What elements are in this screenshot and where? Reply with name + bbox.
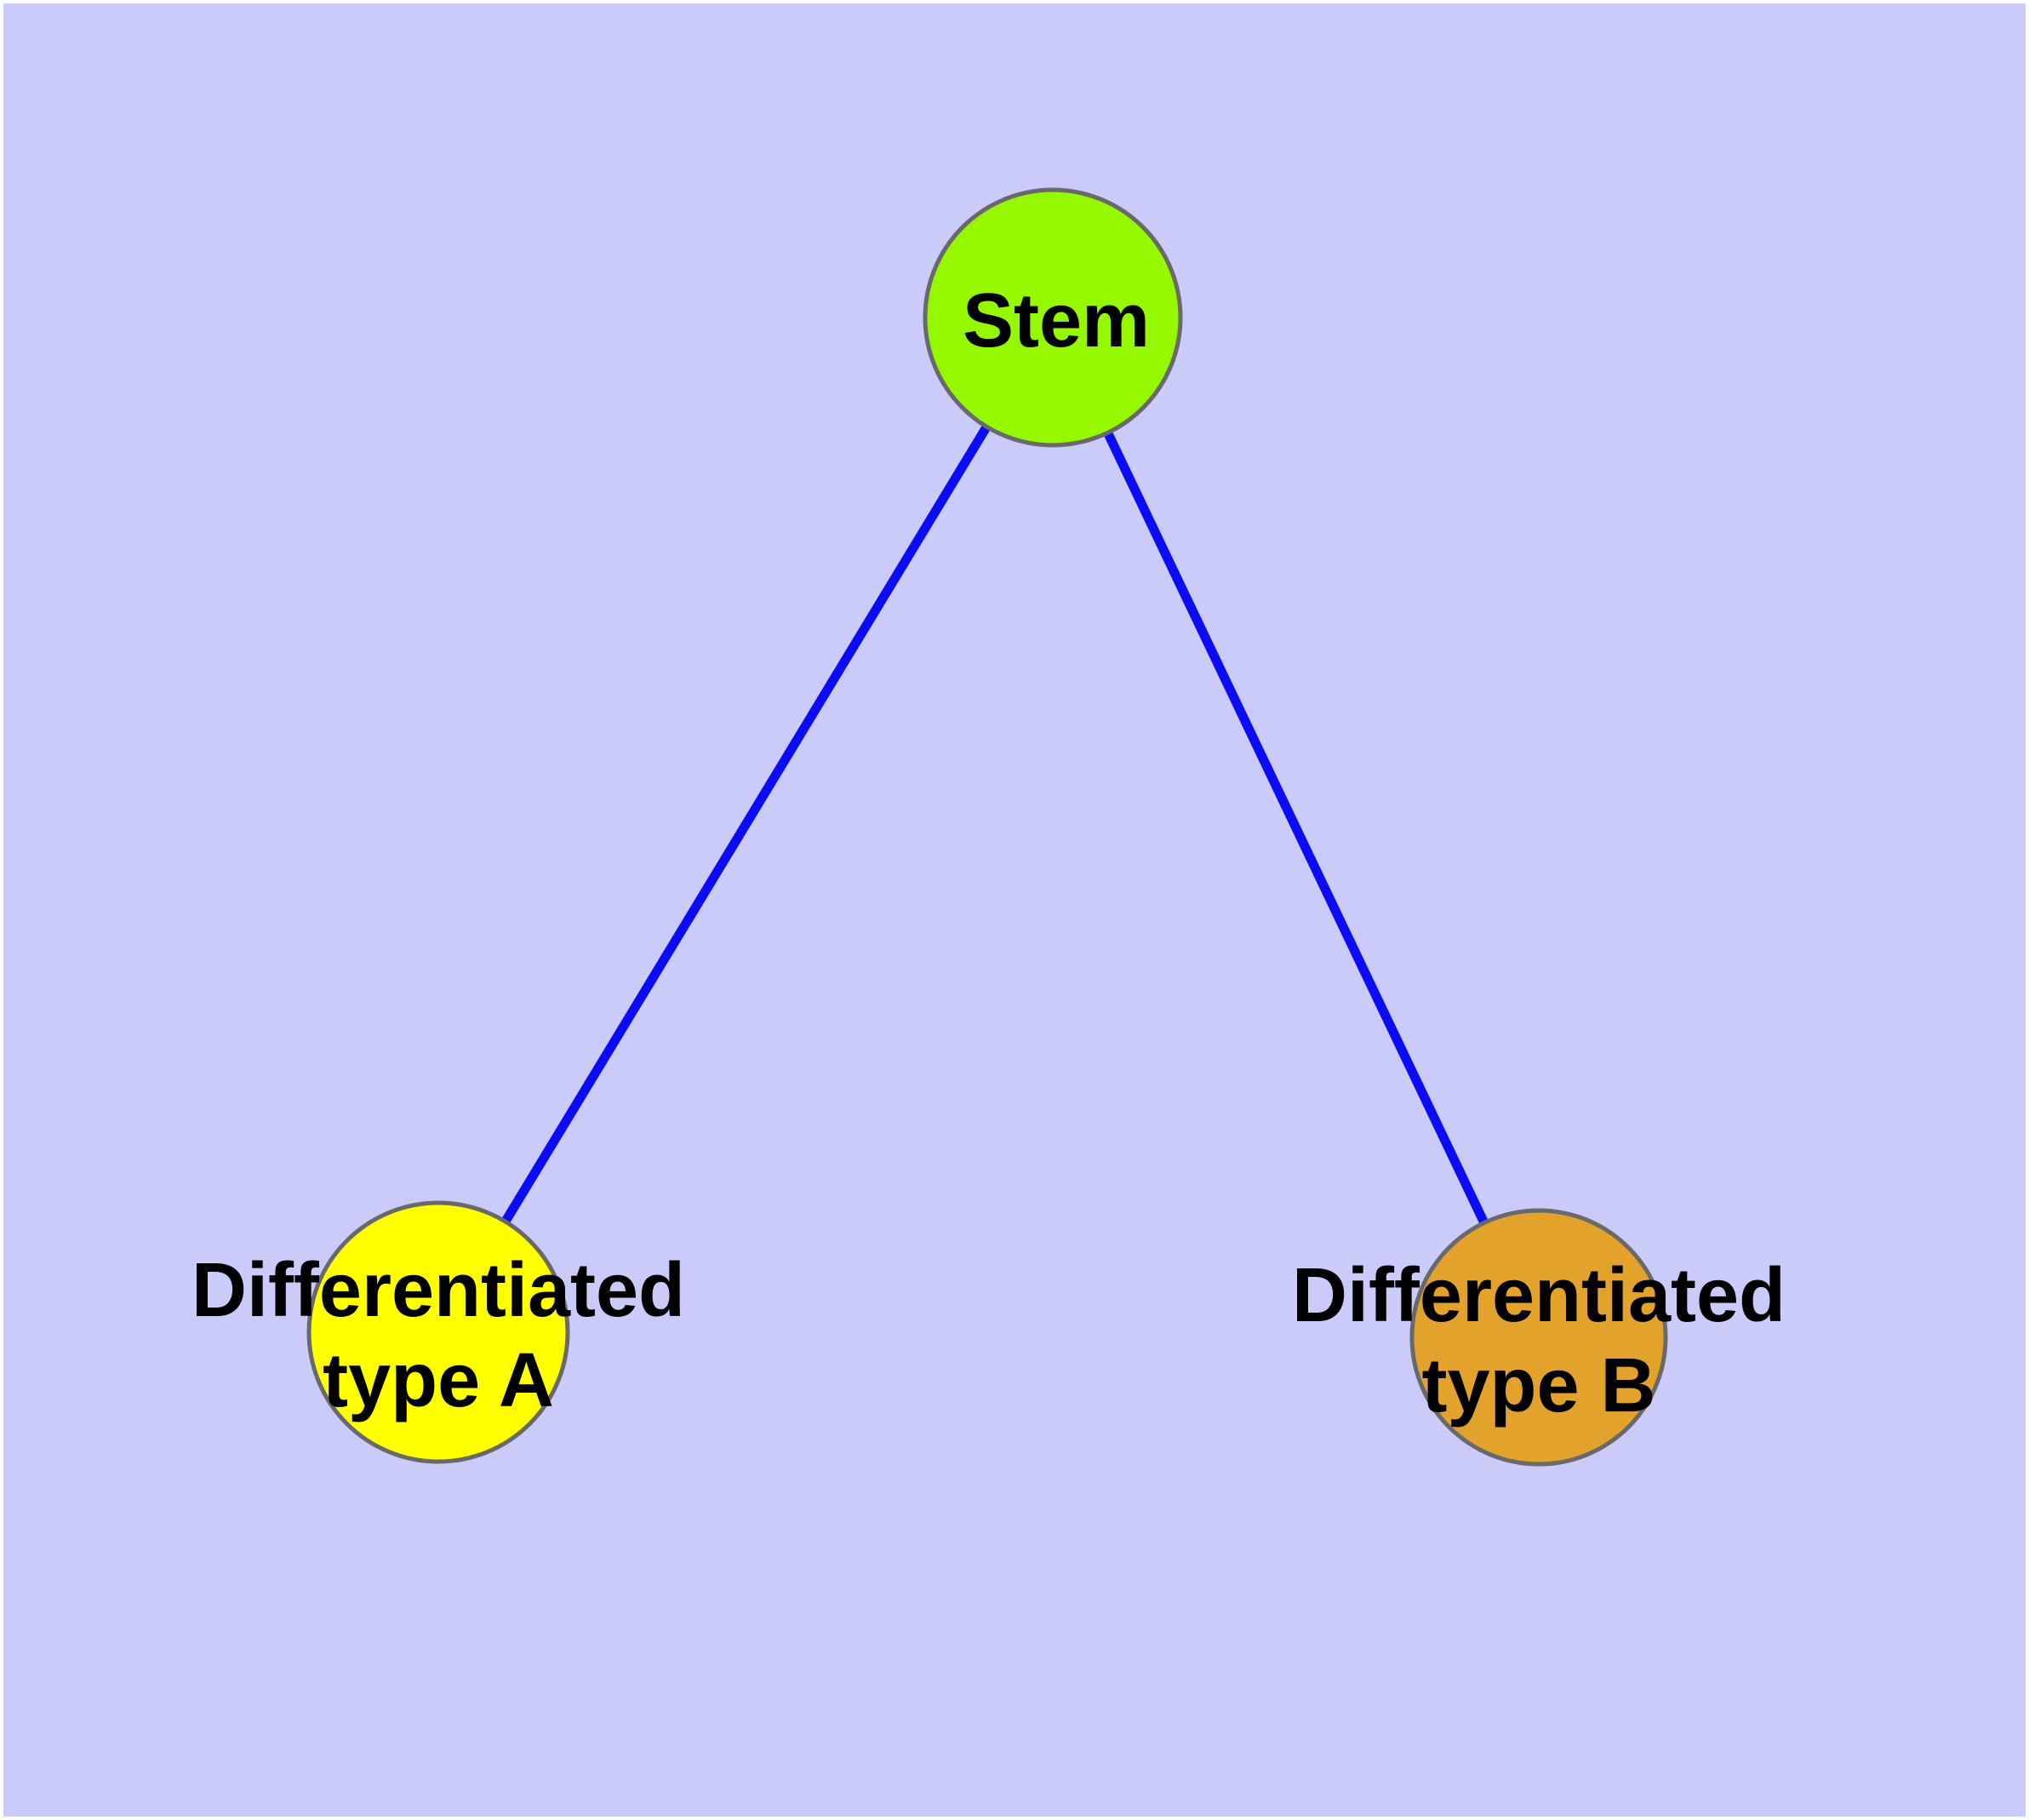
edge-stem-to-type-a [434,315,1057,1335]
node-stem-label: Stem [963,278,1150,363]
edge-stem-to-type-b [1049,315,1543,1340]
node-type-b-label-line2: type B [1421,1343,1655,1428]
node-type-b-circle [1409,1208,1668,1467]
node-type-a-label-line1: Differentiated [191,1248,685,1333]
node-stem-circle [923,187,1183,448]
node-type-a-circle [306,1200,570,1464]
node-type-a-label-line2: type A [323,1338,554,1423]
node-type-b-label-line1: Differentiated [1292,1253,1786,1338]
